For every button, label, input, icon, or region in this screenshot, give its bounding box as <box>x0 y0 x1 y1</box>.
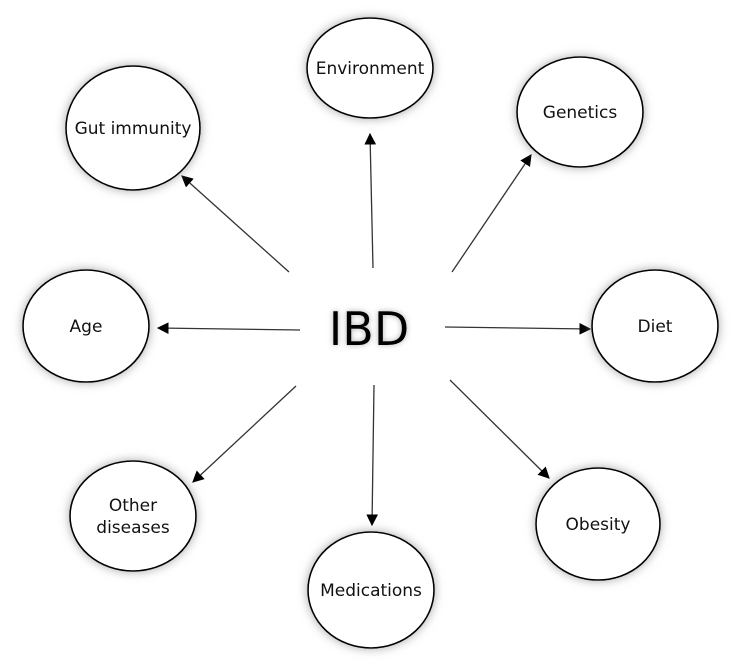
arrow-to-gut-immunity <box>181 175 290 273</box>
node-medications: Medications <box>307 531 435 649</box>
node-ellipse-medications <box>307 531 435 649</box>
node-ellipse-environment <box>306 17 434 119</box>
node-label-diet: Diet <box>638 317 673 337</box>
node-ellipse-diet <box>591 269 719 383</box>
arrow-to-diet <box>444 323 592 335</box>
node-diet: Diet <box>591 269 719 383</box>
center-label-ibd: IBD <box>329 302 410 356</box>
node-label-other-diseases-line-2: diseases <box>96 518 170 538</box>
arrow-to-age <box>156 322 301 334</box>
arrow-to-environment <box>364 132 377 269</box>
node-genetics: Genetics <box>516 56 644 168</box>
node-label-medications: Medications <box>320 581 422 601</box>
node-label-obesity: Obesity <box>566 515 631 535</box>
node-label-genetics: Genetics <box>543 103 618 123</box>
node-ellipse-gut-immunity <box>65 65 201 191</box>
node-gut-immunity: Gut immunity <box>65 65 201 191</box>
node-label-other-diseases-line-1: Other <box>109 496 157 516</box>
arrow-to-medications <box>366 384 378 527</box>
node-label-gut-immunity: Gut immunity <box>75 119 192 139</box>
node-ellipse-other-diseases <box>69 460 197 572</box>
arrow-to-other-diseases <box>192 385 297 483</box>
node-label-environment: Environment <box>316 59 425 79</box>
node-ellipse-age <box>22 269 150 383</box>
node-age: Age <box>22 269 150 383</box>
node-ellipse-obesity <box>535 467 661 581</box>
node-environment: Environment <box>306 17 434 119</box>
arrows-group <box>156 132 592 527</box>
node-label-age: Age <box>70 317 103 337</box>
arrow-to-obesity <box>449 379 550 479</box>
factor-nodes-group: EnvironmentGeneticsDietObesityMedication… <box>22 17 719 649</box>
node-obesity: Obesity <box>535 467 661 581</box>
arrow-to-genetics <box>451 154 532 273</box>
node-ellipse-genetics <box>516 56 644 168</box>
